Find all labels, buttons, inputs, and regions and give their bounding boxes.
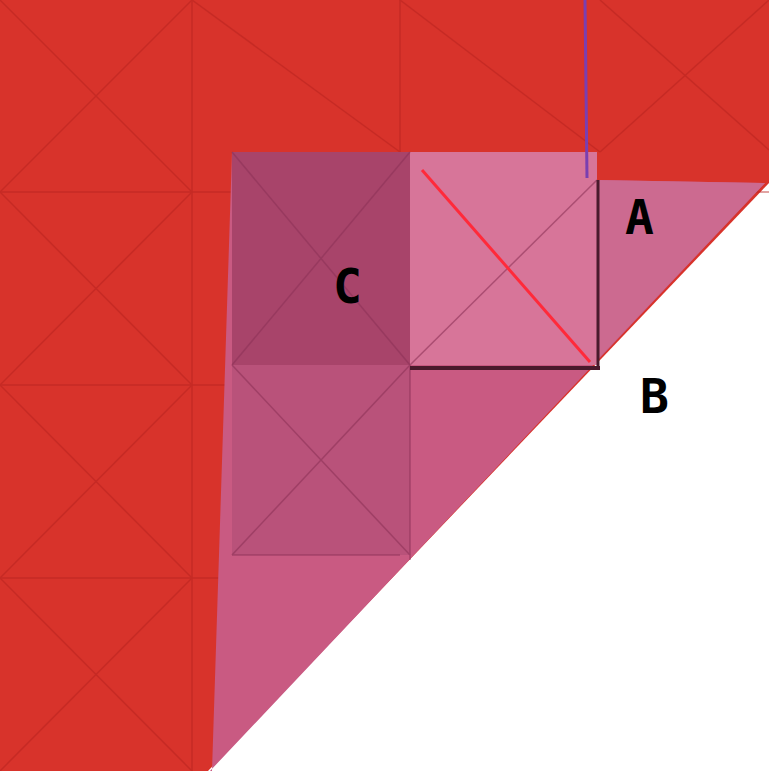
red-diagonal-line — [422, 170, 590, 362]
pink-triangle — [597, 180, 765, 360]
fold-label: B — [640, 372, 669, 420]
fold-edge-line — [597, 180, 600, 370]
pink-flap — [210, 152, 765, 771]
light-pink-square — [410, 152, 597, 365]
fold-label: A — [625, 193, 654, 241]
fold-edge-line — [410, 366, 600, 370]
pink-creases — [232, 152, 597, 560]
dark-pink-square — [232, 152, 410, 365]
pink-square-lower — [232, 365, 410, 555]
fold-label: C — [333, 262, 362, 310]
purple-crease-line — [585, 0, 587, 178]
